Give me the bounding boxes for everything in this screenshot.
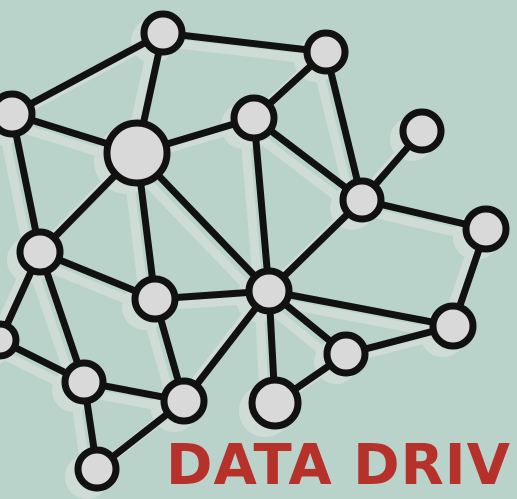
headline-text: DATA DRIV bbox=[166, 433, 511, 498]
network-node bbox=[0, 320, 20, 360]
network-node bbox=[462, 205, 510, 253]
network-node bbox=[429, 302, 477, 350]
network-node bbox=[103, 119, 171, 187]
network-edge bbox=[322, 48, 366, 204]
network-node bbox=[0, 90, 36, 138]
network-node bbox=[61, 359, 107, 405]
network-node bbox=[16, 228, 64, 276]
network-node bbox=[323, 331, 369, 377]
network-nodes bbox=[0, 10, 510, 492]
network-node bbox=[140, 10, 186, 56]
network-edge bbox=[159, 29, 330, 56]
network-node bbox=[131, 275, 179, 323]
network-edge bbox=[8, 29, 167, 118]
network-node bbox=[245, 267, 293, 315]
network-edge bbox=[250, 114, 273, 295]
network-node bbox=[339, 177, 385, 223]
network-node bbox=[160, 377, 208, 425]
network-edge-shadow bbox=[239, 121, 264, 304]
network-node bbox=[303, 29, 349, 75]
network-node bbox=[399, 108, 445, 154]
network-edge-shadow bbox=[311, 55, 357, 213]
network-shadow bbox=[0, 19, 499, 499]
network-node bbox=[74, 446, 120, 492]
network-node bbox=[248, 376, 302, 430]
network-edge bbox=[265, 287, 457, 330]
network-node bbox=[230, 94, 278, 142]
